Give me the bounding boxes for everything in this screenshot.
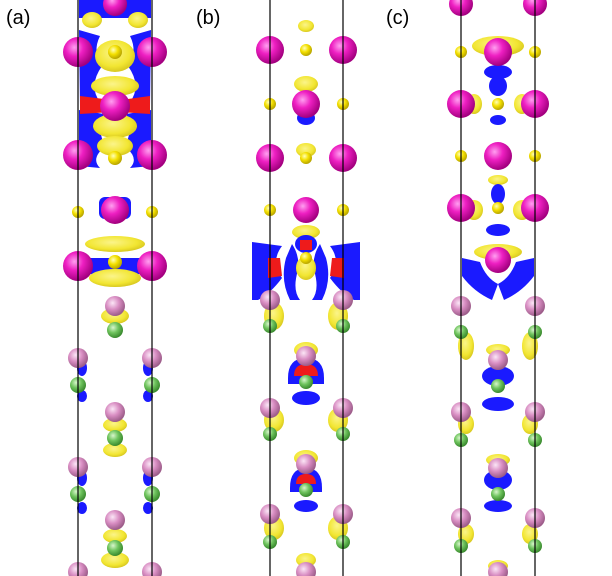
panel-b-atoms xyxy=(256,36,357,576)
panel-b xyxy=(252,0,360,576)
panel-c-label: (c) xyxy=(386,7,409,29)
panel-c xyxy=(447,0,549,576)
panel-b-label: (b) xyxy=(196,7,220,29)
panel-a-isosurfaces xyxy=(77,0,153,568)
panel-a-label: (a) xyxy=(6,7,30,29)
panel-a xyxy=(63,0,167,576)
